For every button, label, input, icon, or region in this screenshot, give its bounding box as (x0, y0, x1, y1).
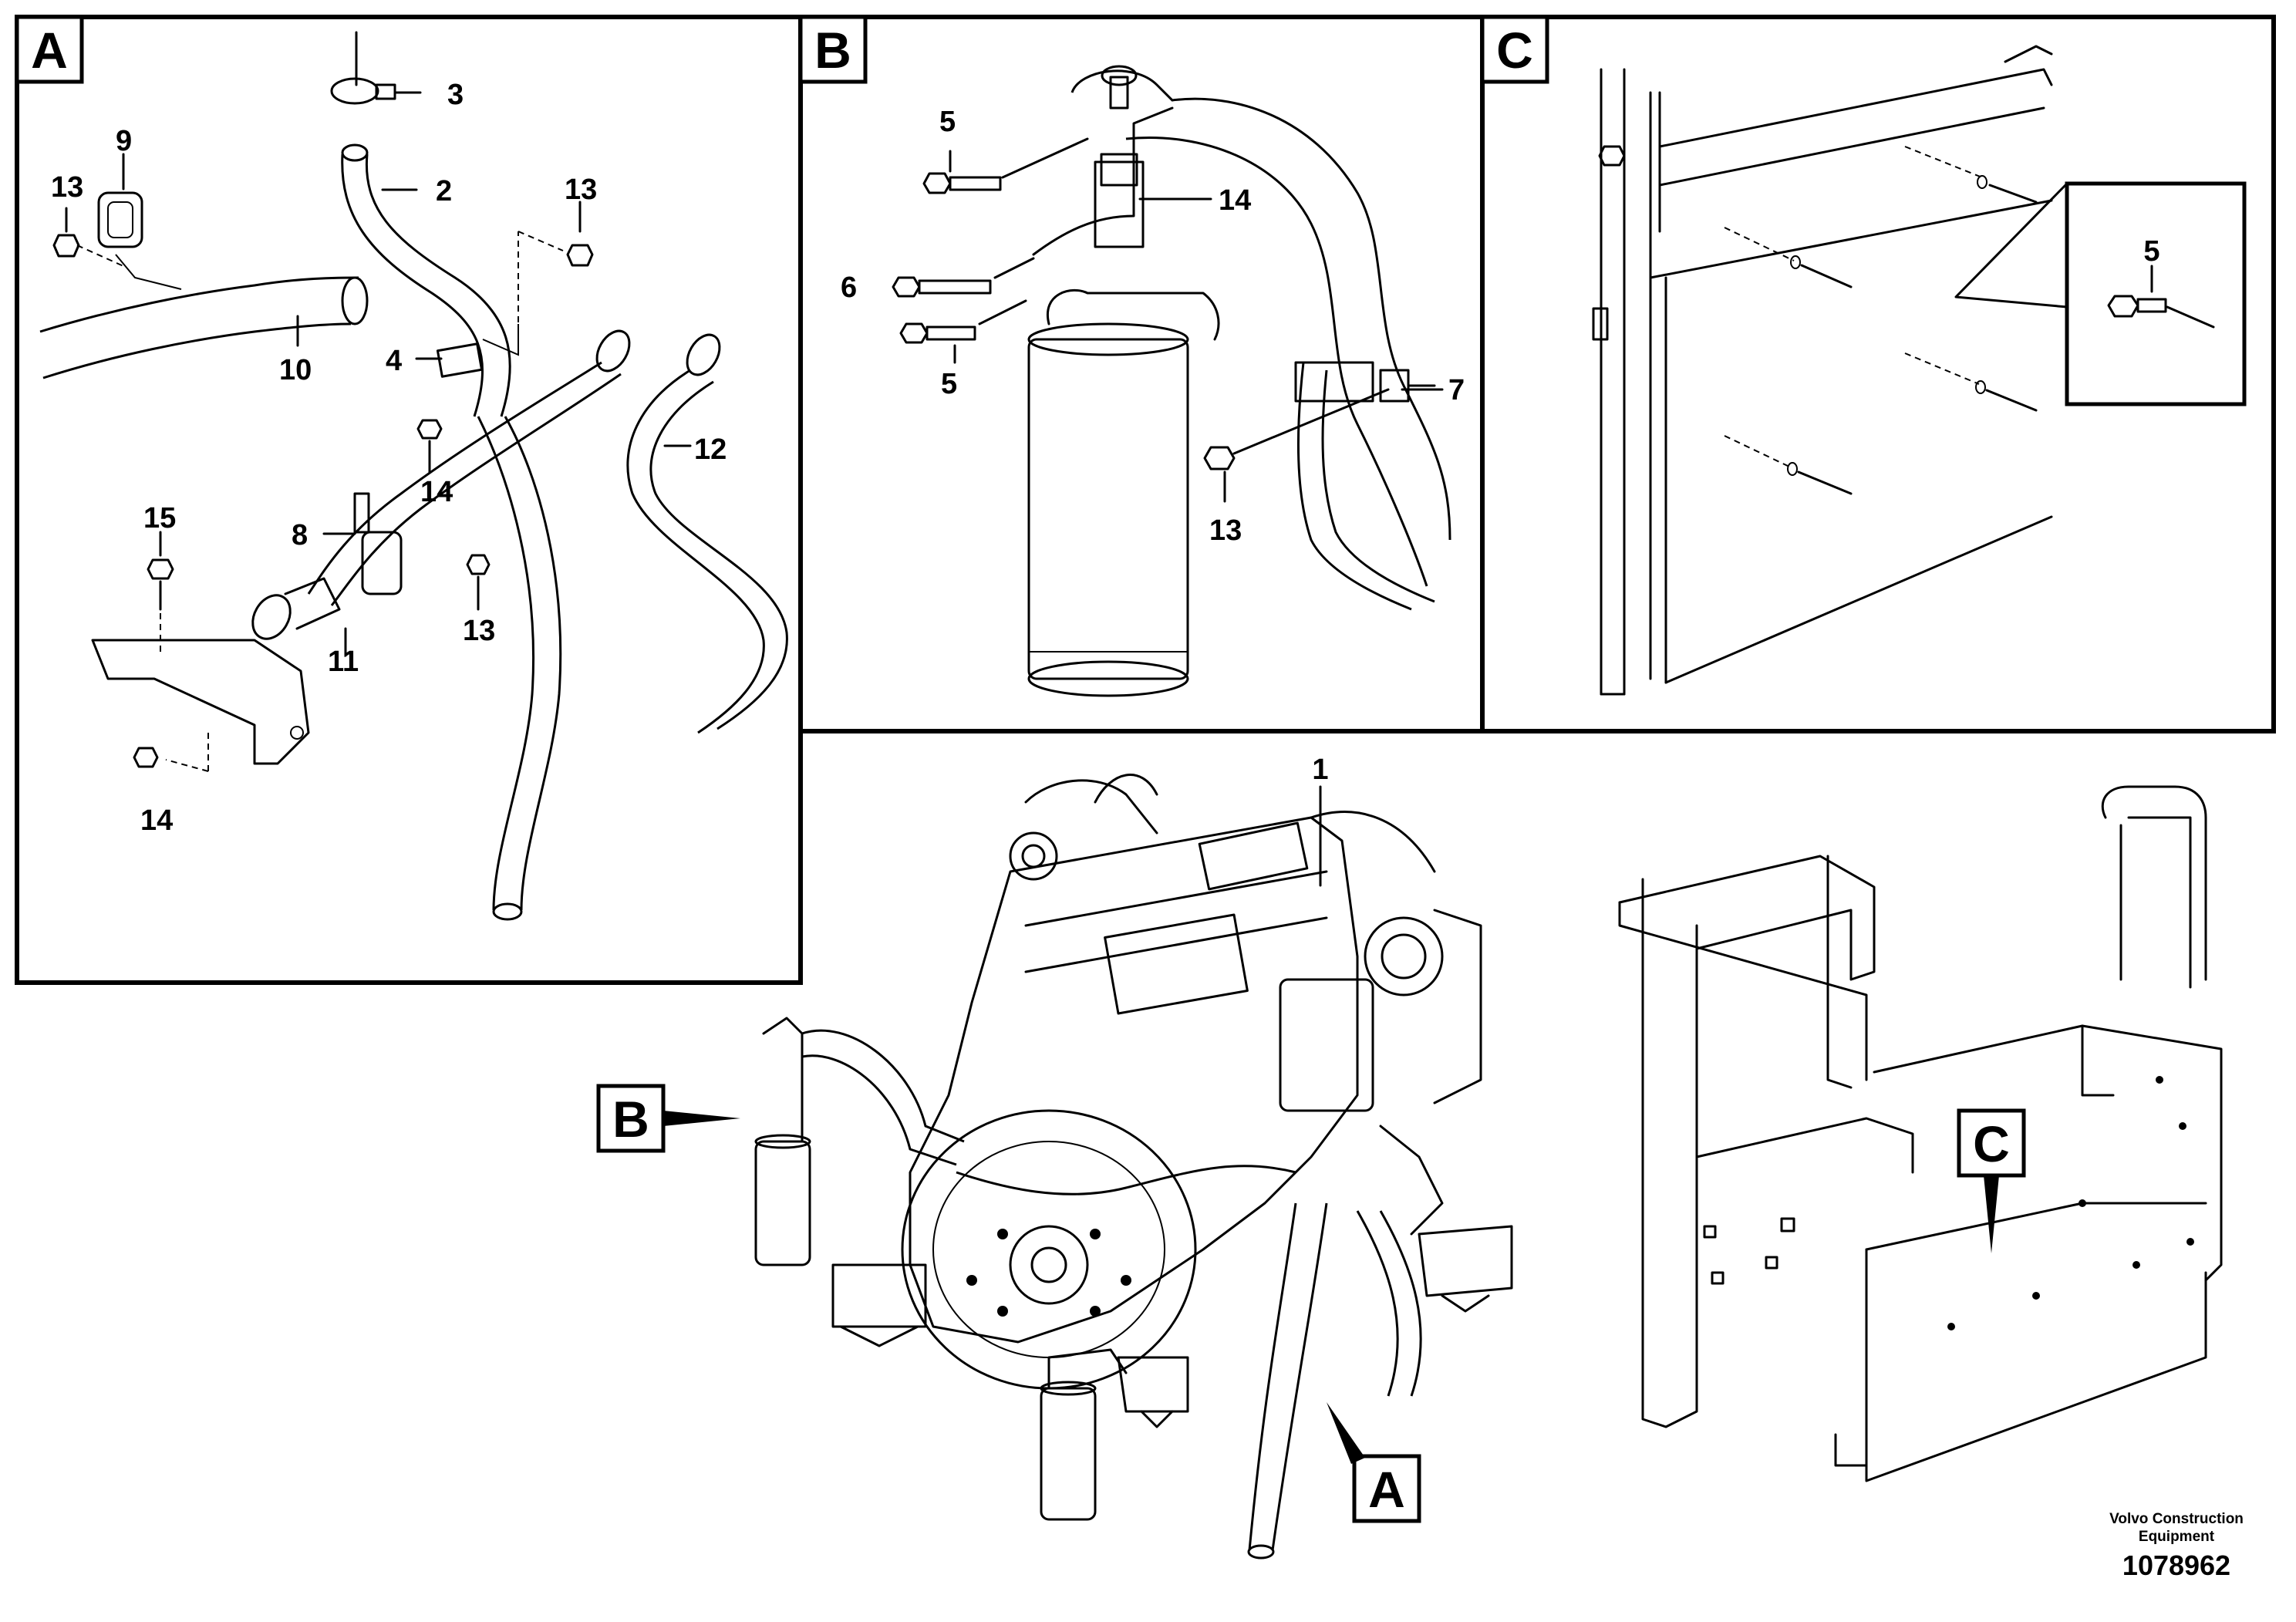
bolt-6 (892, 257, 1035, 298)
engine-hoses (956, 1165, 1422, 1560)
filter-bottom (1040, 1348, 1128, 1521)
bolt-5-b (899, 299, 1027, 364)
callout-3: 3 (447, 79, 464, 111)
panel-c: C (1480, 15, 2276, 733)
clamp-8 (322, 492, 403, 595)
panel-b: B (798, 15, 1485, 733)
bolt-14-a (416, 419, 443, 474)
bolt-13-d (1203, 388, 1390, 503)
footer: Volvo Construction Equipment 1078962 (2109, 1511, 2244, 1581)
engine-overview: 1 (754, 754, 1513, 1560)
callout-4: 4 (386, 345, 402, 377)
filter-assembly (1027, 65, 1451, 697)
inset-box (2065, 181, 2247, 406)
panel-b-label-box (798, 15, 868, 84)
engine-block (909, 774, 1482, 1344)
document-number: 1078962 (2122, 1549, 2230, 1581)
panel-a: A (15, 15, 803, 985)
panel-a-label-box (15, 15, 84, 84)
hose-11 (251, 329, 631, 657)
bolt-5-a (922, 137, 1089, 194)
callout-13-b: 13 (565, 174, 597, 206)
panel-c-frame (1480, 15, 2276, 733)
callout-10: 10 (279, 354, 312, 386)
callout-12: 12 (694, 433, 727, 466)
callout-13-e: 13 (1209, 514, 1242, 547)
hose-12 (626, 333, 788, 734)
bolt-14-b (133, 747, 159, 768)
callout-14-a: 14 (420, 476, 453, 508)
view-tag-a-label: A (1368, 1461, 1405, 1518)
panel-c-label-box (1480, 15, 1549, 84)
frame-overview (1618, 785, 2223, 1482)
filter-left (754, 1017, 965, 1266)
callout-8: 8 (292, 519, 308, 551)
view-tag-c: C (1957, 1108, 2026, 1253)
frame-structure (1592, 45, 2053, 696)
callout-engine: 1 (1312, 754, 1328, 786)
hose-2 (341, 143, 511, 417)
clamp-7 (1294, 361, 1436, 403)
callout-13-a: 13 (51, 171, 83, 204)
callout-14-c: 14 (1219, 184, 1251, 217)
view-tag-b: B (596, 1084, 740, 1153)
company-line-1: Volvo Construction (2109, 1511, 2244, 1527)
callout-5-c: 5 (2143, 235, 2159, 268)
panel-b-label: B (814, 22, 851, 79)
callout-13-c: 13 (463, 615, 495, 647)
engine-mounts (831, 1225, 1513, 1428)
callout-5-a: 5 (939, 106, 956, 138)
callout-2: 2 (436, 175, 452, 207)
view-tag-c-label: C (1973, 1115, 2010, 1172)
callout-5-b: 5 (941, 368, 957, 400)
callout-14-b: 14 (140, 804, 173, 837)
bolt-13-a (52, 207, 124, 267)
panel-c-label: C (1496, 22, 1533, 79)
bolt-15 (147, 531, 174, 656)
flywheel (901, 1109, 1197, 1390)
company-line-2: Equipment (2139, 1529, 2215, 1545)
hose-clamp-3 (330, 31, 422, 105)
callout-11: 11 (328, 646, 359, 678)
callout-9: 9 (116, 125, 132, 157)
hose-vertical (477, 416, 562, 921)
callout-15: 15 (143, 502, 176, 534)
view-tag-b-label: B (612, 1091, 649, 1148)
clamp-9 (97, 153, 182, 290)
callout-7: 7 (1448, 374, 1465, 406)
bracket (91, 639, 310, 772)
view-tag-a: A (1327, 1402, 1421, 1523)
panel-a-frame (15, 15, 803, 985)
bolt-13-b (566, 201, 594, 267)
callout-6: 6 (841, 271, 857, 304)
bolt-13-c (466, 554, 491, 611)
panel-c-holes (1724, 146, 2038, 495)
detail-inset: 5 (1954, 181, 2247, 406)
clamp-4 (415, 231, 564, 378)
hose-10 (39, 276, 369, 379)
panel-a-label: A (31, 22, 68, 79)
